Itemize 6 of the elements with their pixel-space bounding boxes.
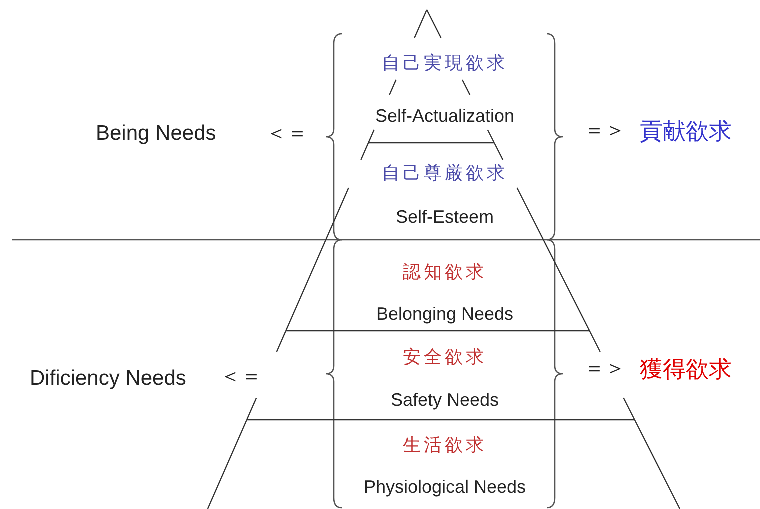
arrow-sign: ＝＞ (584, 118, 626, 144)
group-label: 獲得欲求 (640, 356, 732, 382)
arrow-sign: ＜＝ (266, 121, 308, 147)
group-label: Dificiency Needs (30, 366, 186, 392)
group-label: 貢献欲求 (640, 118, 732, 144)
group-label: Being Needs (96, 121, 216, 147)
